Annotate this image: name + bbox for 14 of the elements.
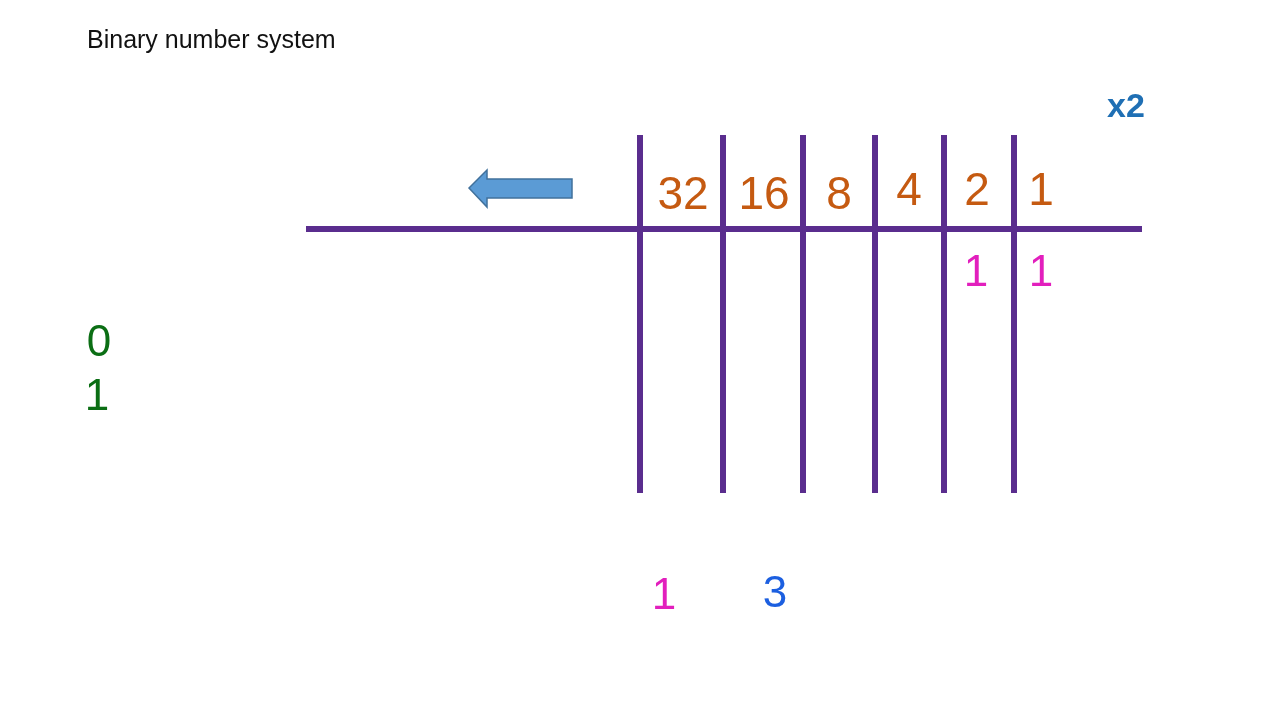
multiplier-label: x2 (1107, 88, 1145, 122)
place-value: 32 (657, 170, 709, 216)
binary-digit: 1 (84, 373, 110, 417)
binary-digit: 0 (86, 319, 112, 363)
quotient-number: 3 (762, 570, 788, 614)
diagram-title: Binary number system (87, 26, 336, 54)
place-value: 1 (1028, 166, 1054, 212)
place-value: 8 (826, 170, 852, 216)
binary-digit: 1 (1028, 249, 1054, 293)
remainder-digit: 1 (651, 572, 677, 616)
place-value: 16 (738, 170, 790, 216)
place-value: 4 (896, 166, 922, 212)
place-value: 2 (964, 166, 990, 212)
binary-digit: 1 (963, 249, 989, 293)
